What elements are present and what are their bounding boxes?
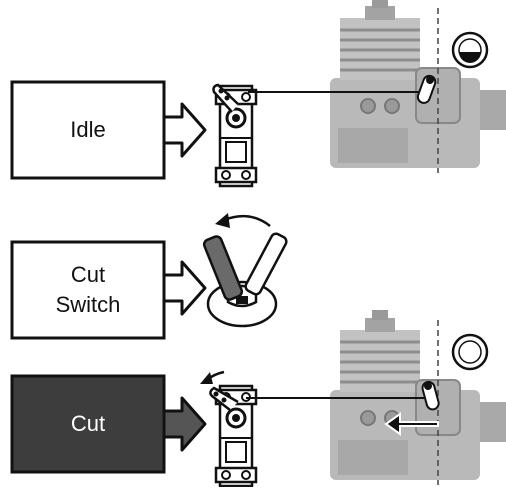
- toggle-switch-illustration: [202, 213, 288, 328]
- close-direction-arrow-icon: [384, 412, 439, 436]
- panel-idle: [10, 0, 506, 188]
- rotate-arrow-icon: [223, 214, 271, 227]
- fuel-gauge-icon: [451, 31, 489, 69]
- toggle-lever-off: [244, 232, 288, 296]
- cut-label: Cut: [70, 411, 106, 436]
- idle-box: [10, 80, 166, 180]
- idle-label: Idle: [70, 117, 106, 142]
- cut-arrow: [162, 396, 207, 452]
- panel-cut: [10, 308, 506, 488]
- toggle-lever-on: [202, 235, 244, 301]
- throttle-lever: [421, 380, 440, 411]
- idle-arrow: [162, 102, 207, 158]
- switch-arrow: [162, 260, 207, 316]
- panel-cut-switch: [10, 213, 288, 340]
- cut-box: [10, 374, 166, 474]
- engine-illustration: [328, 0, 506, 175]
- cut-switch-label: Cut Switch: [55, 262, 121, 317]
- fuel-gauge-icon: [451, 333, 489, 371]
- throttle-lever: [416, 74, 437, 104]
